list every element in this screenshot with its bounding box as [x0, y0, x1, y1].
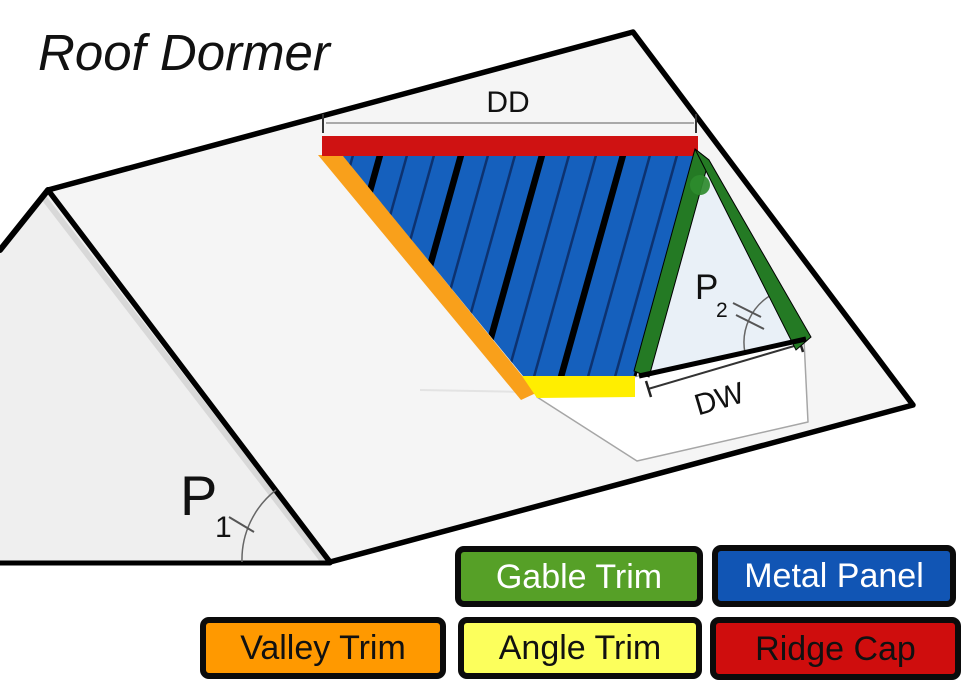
p2-angle-marking: P 2: [695, 268, 774, 354]
main-roof-gable-face: [0, 190, 330, 562]
wall-top-edge: [638, 336, 807, 379]
dw-dimension-line: [647, 343, 802, 390]
dormer-gable-face: [648, 158, 799, 374]
panel-rib-stripe: [611, 156, 681, 376]
rake-shadow: [41, 196, 327, 564]
dd-label: DD: [486, 86, 529, 119]
legend-gable-trim-label: Gable Trim: [495, 557, 663, 596]
p1-label-sub: 1: [215, 511, 232, 544]
p1-arc: [241, 489, 277, 563]
legend-valley-trim: Valley Trim: [200, 617, 446, 679]
legend-angle-trim: Angle Trim: [458, 617, 702, 679]
gable-trim-dot: [690, 175, 710, 195]
page-title: Roof Dormer: [38, 24, 332, 81]
legend-ridge-cap-label: Ridge Cap: [755, 629, 916, 668]
legend-ridge-cap: Ridge Cap: [710, 617, 961, 680]
legend-gable-trim: Gable Trim: [455, 546, 703, 607]
p2-arc: [743, 293, 774, 354]
p2-label: P: [695, 268, 718, 307]
angle-trim-piece: [522, 376, 635, 398]
roof-plane-outline: [45, 29, 916, 565]
gable-left-edge: [0, 187, 51, 253]
ridge-cap-piece: [322, 136, 698, 156]
main-roof-outline: [0, 29, 916, 566]
legend-valley-trim-label: Valley Trim: [240, 629, 406, 667]
legend-metal-panel-label: Metal Panel: [744, 557, 924, 595]
valley-trim-piece: [318, 155, 536, 400]
panel-rib-stripe: [584, 156, 654, 376]
panel-rib-stripe: [555, 156, 629, 376]
p1-tick: [228, 516, 255, 533]
panel-rib-stripe: [530, 156, 600, 376]
dw-tick-left: [644, 380, 653, 398]
p1-label: P: [180, 464, 217, 527]
dd-dimension: DD: [322, 86, 697, 133]
legend-angle-trim-label: Angle Trim: [498, 629, 662, 667]
gable-trim-right: [694, 148, 812, 351]
p2-tick-2: [735, 314, 765, 330]
roof-crease-line: [419, 389, 529, 393]
p2-label-sub: 2: [716, 299, 728, 322]
legend-metal-panel: Metal Panel: [712, 545, 956, 607]
p1-angle-marking: P 1: [180, 464, 277, 563]
p2-tick-1: [732, 302, 762, 318]
panel-rib-stripe: [503, 156, 573, 376]
